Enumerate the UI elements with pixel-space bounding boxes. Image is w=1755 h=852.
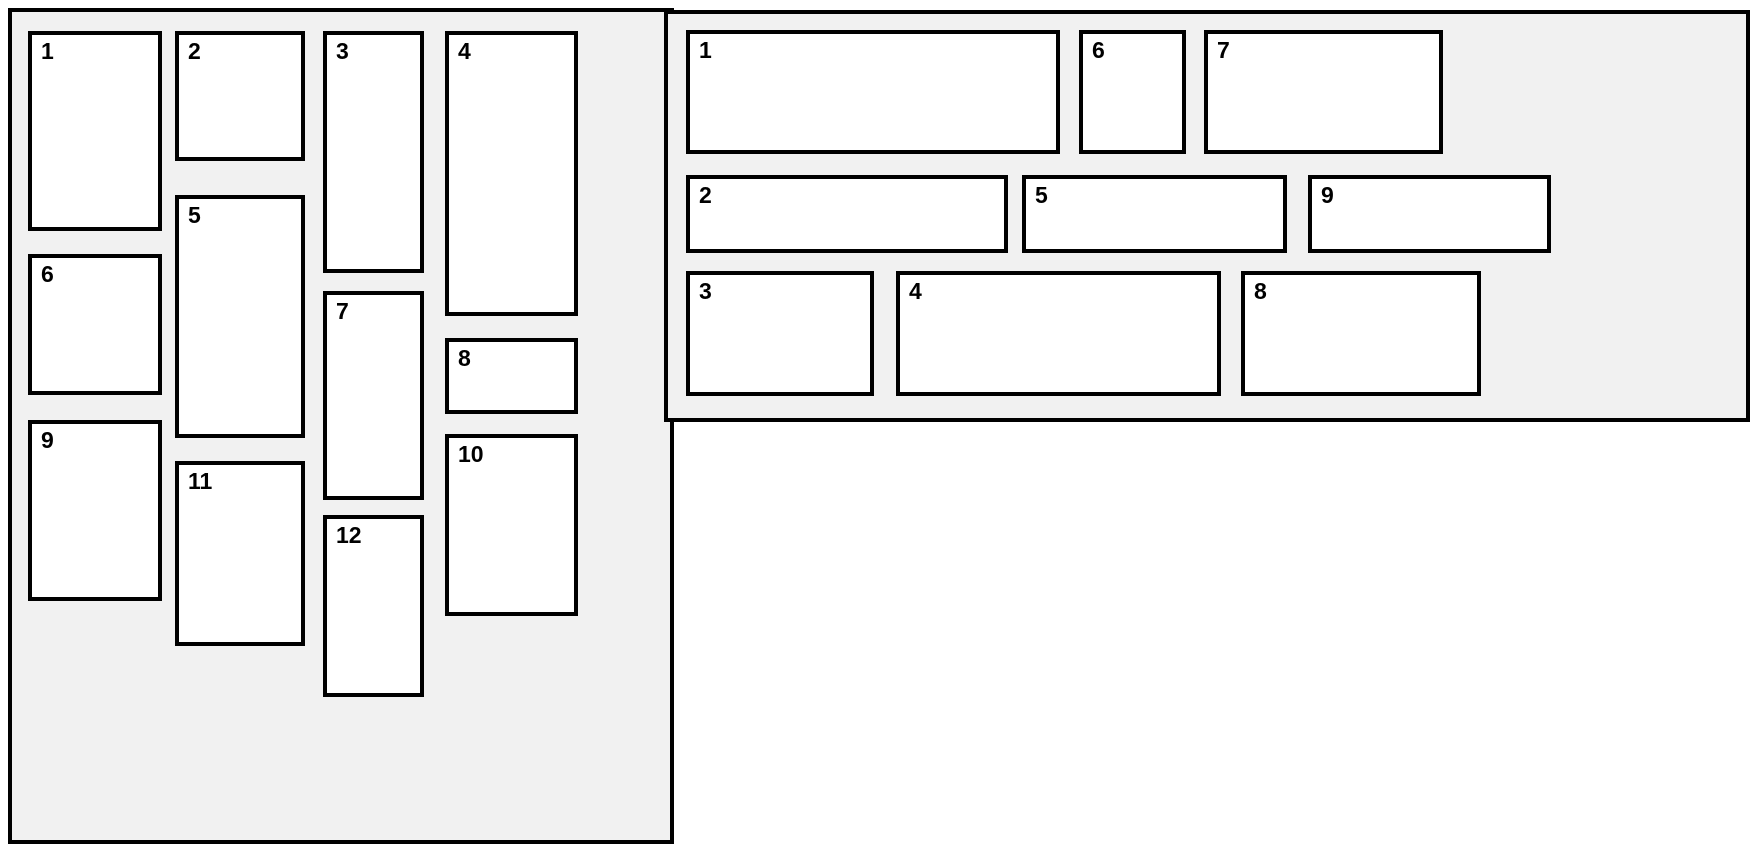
left-panel-box-11[interactable]: 11 — [175, 461, 305, 646]
right-panel: 1 6 7 2 5 9 3 4 8 — [664, 10, 1750, 422]
box-number-label: 10 — [458, 441, 484, 467]
right-panel-box-5[interactable]: 5 — [1022, 175, 1287, 253]
box-number-label: 2 — [699, 182, 712, 208]
box-number-label: 12 — [336, 522, 362, 548]
left-panel-box-2[interactable]: 2 — [175, 31, 305, 161]
right-panel-box-7[interactable]: 7 — [1204, 30, 1443, 154]
left-panel-box-10[interactable]: 10 — [445, 434, 578, 616]
box-number-label: 11 — [188, 468, 213, 494]
right-panel-box-6[interactable]: 6 — [1079, 30, 1186, 154]
box-number-label: 5 — [1035, 182, 1048, 208]
left-panel-box-9[interactable]: 9 — [28, 420, 162, 601]
box-number-label: 1 — [41, 38, 54, 64]
box-number-label: 9 — [1321, 182, 1334, 208]
box-number-label: 4 — [458, 38, 471, 64]
left-panel-box-6[interactable]: 6 — [28, 254, 162, 395]
box-number-label: 9 — [41, 427, 54, 453]
right-panel-box-2[interactable]: 2 — [686, 175, 1008, 253]
box-number-label: 7 — [336, 298, 349, 324]
left-panel-box-12[interactable]: 12 — [323, 515, 424, 697]
box-number-label: 1 — [699, 37, 712, 63]
box-number-label: 6 — [1092, 37, 1105, 63]
box-number-label: 3 — [699, 278, 712, 304]
left-panel-box-8[interactable]: 8 — [445, 338, 578, 414]
left-panel-box-4[interactable]: 4 — [445, 31, 578, 316]
box-number-label: 3 — [336, 38, 349, 64]
box-number-label: 8 — [458, 345, 471, 371]
box-number-label: 6 — [41, 261, 54, 287]
right-panel-box-1[interactable]: 1 — [686, 30, 1060, 154]
left-panel-box-5[interactable]: 5 — [175, 195, 305, 438]
box-number-label: 4 — [909, 278, 922, 304]
right-panel-box-8[interactable]: 8 — [1241, 271, 1481, 396]
box-number-label: 8 — [1254, 278, 1267, 304]
left-panel-box-3[interactable]: 3 — [323, 31, 424, 273]
left-panel-box-7[interactable]: 7 — [323, 291, 424, 500]
left-panel-box-1[interactable]: 1 — [28, 31, 162, 231]
right-panel-box-4[interactable]: 4 — [896, 271, 1221, 396]
box-number-label: 7 — [1217, 37, 1230, 63]
right-panel-box-9[interactable]: 9 — [1308, 175, 1551, 253]
box-number-label: 2 — [188, 38, 201, 64]
right-panel-box-3[interactable]: 3 — [686, 271, 874, 396]
box-number-label: 5 — [188, 202, 201, 228]
